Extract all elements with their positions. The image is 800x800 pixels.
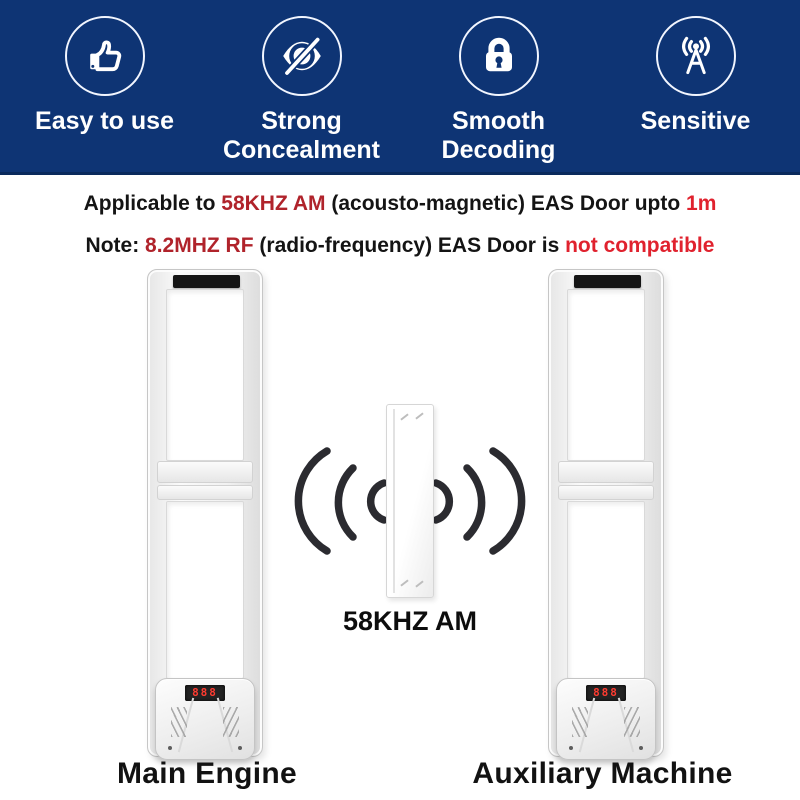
- eye-slash-icon: [261, 16, 342, 96]
- thumbs-up-icon: [64, 16, 145, 96]
- note-text: Note:: [85, 234, 146, 257]
- feature-label: Sensitive: [640, 107, 751, 135]
- door-upper-opening: [166, 289, 244, 461]
- tag-mark: [400, 413, 409, 421]
- feature-easy-to-use: Easy to use: [6, 16, 203, 136]
- led-display: 888: [185, 685, 225, 701]
- eas-door-main: 888: [147, 269, 263, 760]
- tag-mark: [400, 579, 409, 587]
- feature-label: Easy to use: [35, 107, 174, 135]
- feature-label: Smooth Decoding: [441, 107, 556, 164]
- screw: [238, 746, 242, 750]
- am-security-tag: [386, 404, 434, 598]
- feature-smooth-decoding: Smooth Decoding: [400, 16, 597, 165]
- door-lower-opening: [567, 501, 645, 679]
- auxiliary-machine-caption: Auxiliary Machine: [472, 757, 733, 790]
- door-crossbar: [157, 485, 253, 500]
- tag-frequency-label: 58KHZ AM: [342, 606, 477, 636]
- sensor-bar: [574, 275, 641, 288]
- feature-label: Strong Concealment: [223, 107, 380, 164]
- led-display: 888: [586, 685, 626, 701]
- door-lower-opening: [166, 501, 244, 679]
- tag-mark: [415, 412, 424, 420]
- note-applicable: Applicable to 58KHZ AM (acousto-magnetic…: [0, 190, 800, 218]
- note-incompatible: Note: 8.2MHZ RF (radio-frequency) EAS Do…: [0, 232, 800, 260]
- feature-banner: Easy to use Strong Concealment: [0, 0, 800, 175]
- screw: [569, 746, 573, 750]
- door-upper-opening: [567, 289, 645, 461]
- door-crossbar: [558, 461, 654, 483]
- note-text: (acousto-magnetic) EAS Door upto: [325, 192, 687, 215]
- note-highlight-warning: not compatible: [565, 234, 715, 257]
- vent-grille: [223, 707, 239, 737]
- controller-box: 888: [155, 678, 255, 760]
- note-text: Applicable to: [83, 192, 222, 215]
- screw: [168, 746, 172, 750]
- sensor-bar: [173, 275, 240, 288]
- note-highlight-frequency: 8.2MHZ RF: [145, 234, 254, 257]
- antenna-icon: [655, 16, 736, 96]
- note-highlight-frequency: 58KHZ AM: [221, 192, 326, 215]
- feature-sensitive: Sensitive: [597, 16, 794, 136]
- screw: [639, 746, 643, 750]
- note-highlight-distance: 1m: [686, 192, 717, 215]
- signal-waves-right-icon: [432, 447, 526, 555]
- tag-mark: [415, 580, 424, 588]
- vent-grille: [171, 707, 187, 737]
- vent-grille: [624, 707, 640, 737]
- main-engine-caption: Main Engine: [117, 757, 297, 790]
- door-crossbar: [558, 485, 654, 500]
- feature-strong-concealment: Strong Concealment: [203, 16, 400, 165]
- tag-seam: [393, 409, 395, 593]
- eas-door-auxiliary: 888: [548, 269, 664, 760]
- signal-waves-left-icon: [294, 447, 388, 555]
- note-text: (radio-frequency) EAS Door is: [253, 234, 566, 257]
- door-crossbar: [157, 461, 253, 483]
- lock-icon: [458, 16, 539, 96]
- controller-box: 888: [556, 678, 656, 760]
- vent-grille: [572, 707, 588, 737]
